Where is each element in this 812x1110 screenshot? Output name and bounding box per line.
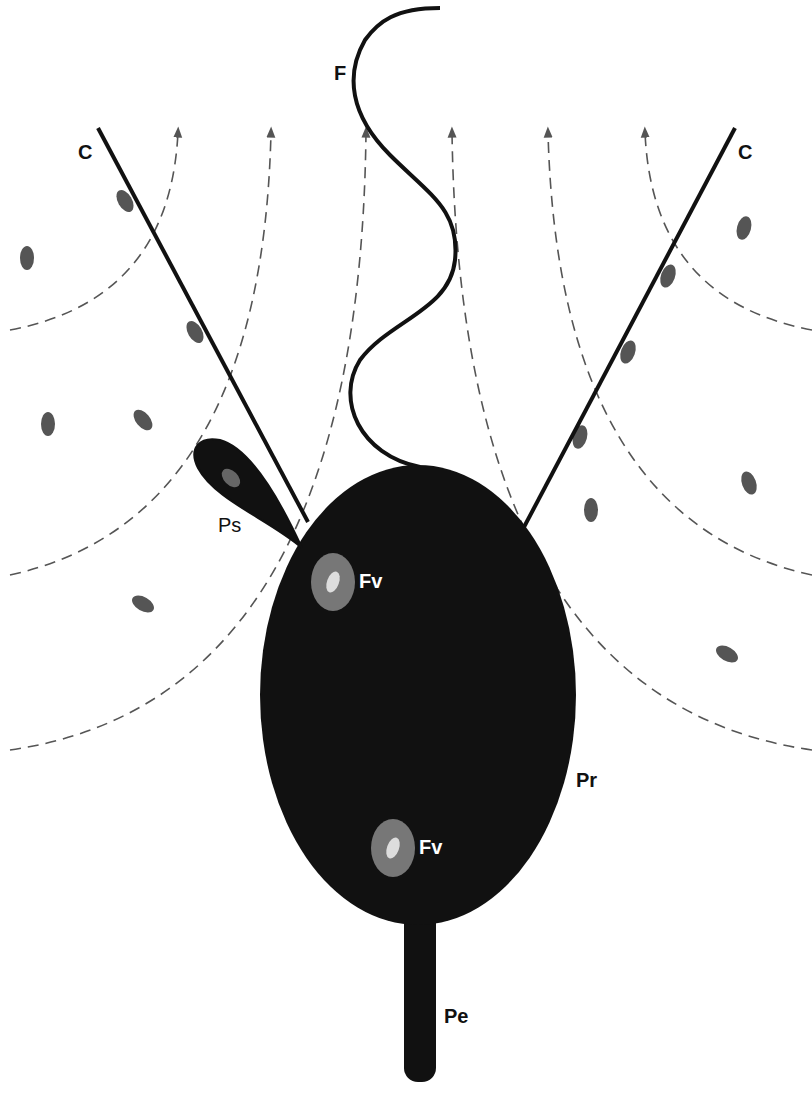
food-vacuole-label: Fv (419, 836, 442, 858)
flagellum (350, 8, 455, 467)
peduncle-label: Pe (444, 1005, 468, 1027)
engulfed-particle (218, 465, 243, 490)
protoplast (260, 465, 576, 925)
pseudopod (194, 439, 302, 548)
food-vacuole-label: Fv (359, 570, 382, 592)
collar-label: C (78, 141, 92, 163)
flagellum-label: F (334, 62, 346, 84)
pseudopod-label: Ps (218, 514, 241, 536)
protoplast-label: Pr (576, 769, 597, 791)
food-vacuoles (311, 553, 415, 877)
collar-label: C (738, 141, 752, 163)
